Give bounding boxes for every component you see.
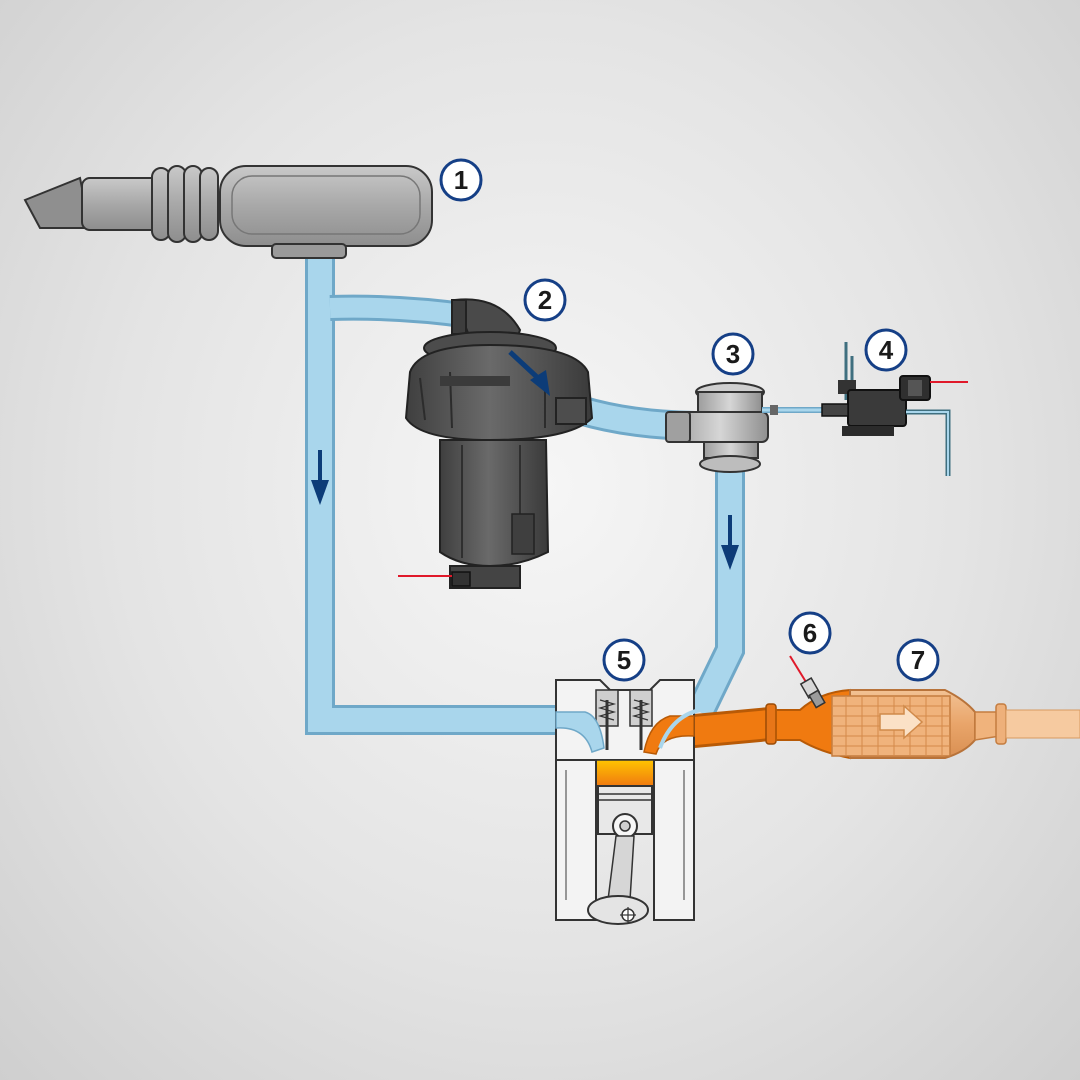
callout-1: 1 [439, 158, 483, 202]
catalytic-converter [831, 689, 1080, 759]
engine-cylinder [555, 679, 701, 925]
air-pipe-to-pump [329, 294, 472, 329]
secondary-air-pump [398, 298, 594, 589]
callout-5-label: 5 [617, 645, 631, 675]
callout-1-label: 1 [454, 165, 468, 195]
callout-7-label: 7 [911, 645, 925, 675]
catalyst-honeycomb [832, 696, 950, 756]
callout-4: 4 [864, 328, 908, 372]
air-pipe-main [305, 258, 560, 735]
callout-6-label: 6 [803, 618, 817, 648]
callout-3: 3 [711, 332, 755, 376]
lambda-sensor [789, 655, 826, 709]
air-filter [23, 165, 433, 259]
callout-5: 5 [602, 638, 646, 682]
callout-6: 6 [788, 611, 832, 655]
callout-2-label: 2 [538, 285, 552, 315]
callout-3-label: 3 [726, 339, 740, 369]
combi-valve [665, 382, 830, 473]
callout-7: 7 [896, 638, 940, 682]
solenoid-valve [821, 342, 968, 476]
flow-arrow-down-left [311, 450, 329, 505]
exhaust-flow-arrow [879, 704, 924, 740]
flow-arrow-down-right [721, 515, 739, 570]
callout-2: 2 [523, 278, 567, 322]
callout-4-label: 4 [879, 335, 894, 365]
air-pipe-valve-to-engine [686, 470, 745, 719]
